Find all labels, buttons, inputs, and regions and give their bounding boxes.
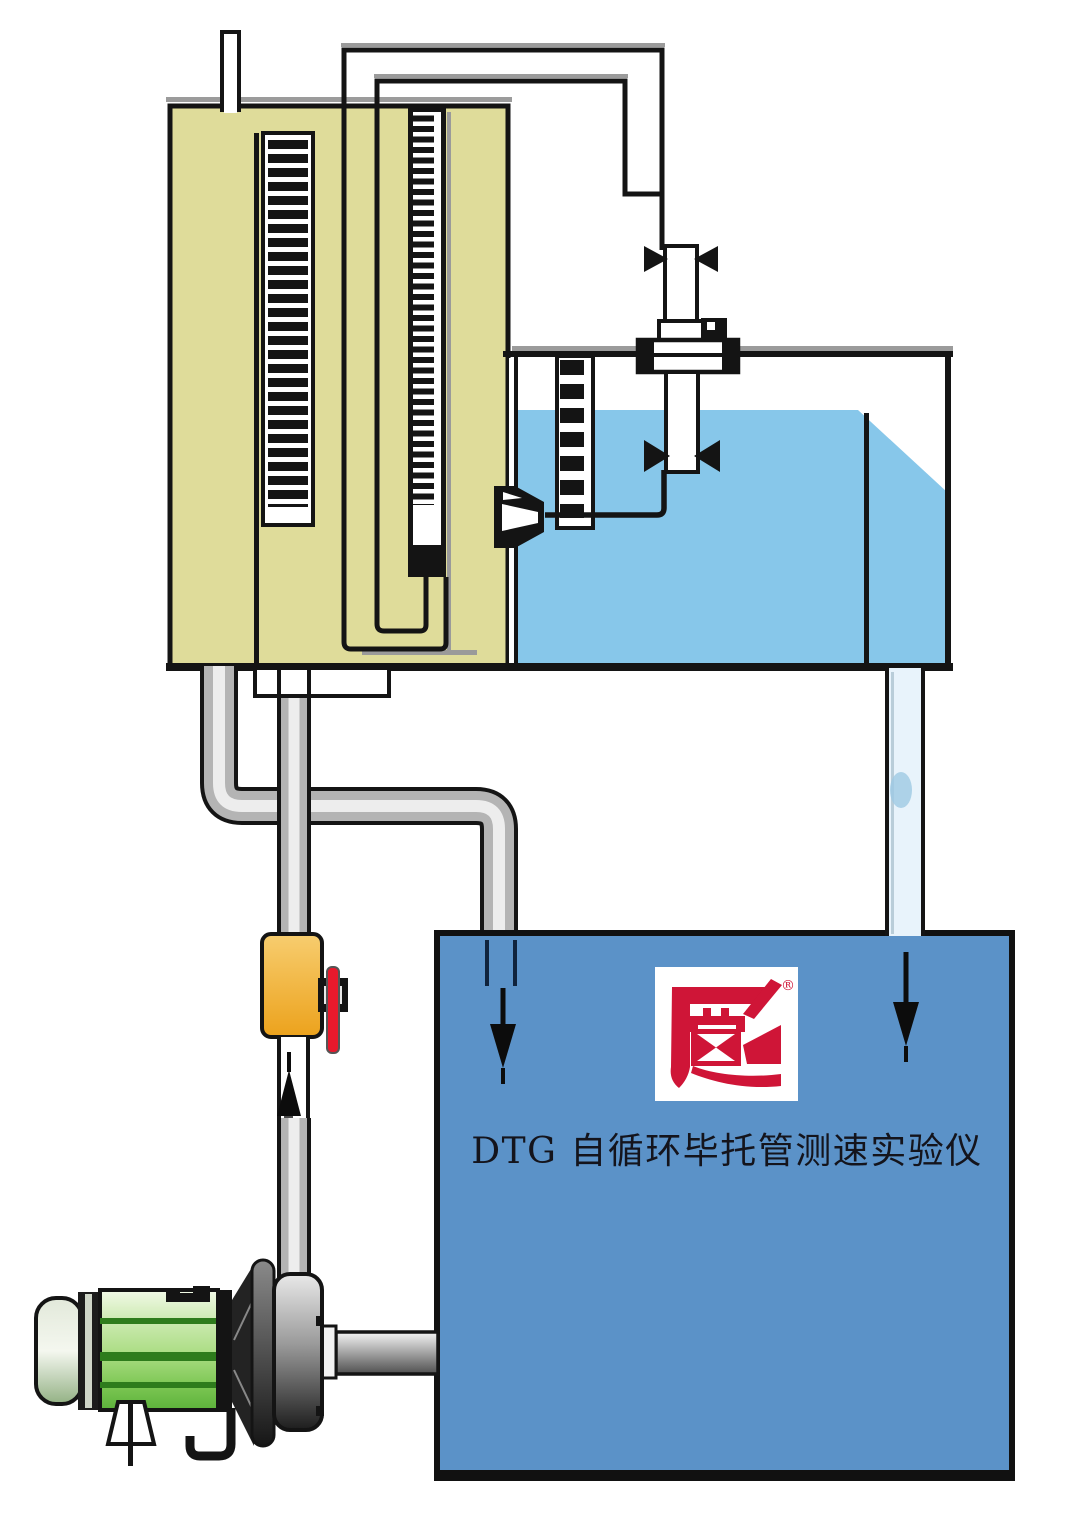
overflow-pipe bbox=[885, 668, 925, 936]
brand-logo: ® bbox=[655, 967, 798, 1101]
valve-handle[interactable] bbox=[318, 966, 348, 1054]
pump-foot bbox=[185, 1408, 236, 1461]
union-fitting bbox=[260, 932, 348, 1054]
pitot-probe bbox=[545, 194, 741, 518]
panel-board bbox=[167, 103, 511, 671]
pipe-bracket bbox=[253, 666, 391, 698]
panel-gray-line2 bbox=[362, 650, 477, 655]
upper-tank bbox=[494, 346, 953, 668]
terminal-box bbox=[166, 1286, 210, 1302]
panel-gray-line bbox=[447, 112, 451, 652]
pump-inlet-pipe bbox=[334, 1330, 440, 1376]
motor-foot bbox=[105, 1400, 157, 1466]
motor-body bbox=[98, 1288, 220, 1412]
pump-unit bbox=[34, 1258, 440, 1466]
liquid-column bbox=[413, 545, 441, 575]
pressure-tubes bbox=[341, 43, 665, 197]
right-scale-ruler bbox=[408, 107, 446, 577]
tank-water bbox=[518, 410, 947, 666]
manometer-panel bbox=[166, 30, 512, 671]
registered-mark: ® bbox=[781, 978, 797, 994]
tank-scale-ruler bbox=[555, 354, 595, 530]
apparatus-title: DTG 自循环毕托管测速实验仪 bbox=[471, 1131, 983, 1172]
flow-arrow-left bbox=[490, 988, 516, 1084]
manometer-u-tube-1 bbox=[341, 108, 449, 652]
panel-top-shadow bbox=[166, 97, 512, 102]
vent-tube bbox=[220, 30, 241, 113]
jet-nozzle bbox=[494, 486, 544, 548]
flow-arrow-right bbox=[893, 952, 919, 1062]
manometer-u-tube-2 bbox=[374, 108, 429, 634]
left-manometer-tube bbox=[254, 133, 259, 668]
probe-upper-tube bbox=[663, 244, 699, 328]
reservoir-box: ® DTG 自循环毕托管测速实验仪 bbox=[434, 930, 1015, 1481]
motor-end-plate bbox=[216, 1290, 232, 1412]
inlet-collar bbox=[320, 1324, 338, 1380]
mounting-flange bbox=[635, 337, 741, 375]
motor-end-cap bbox=[34, 1296, 84, 1406]
left-scale-ruler bbox=[254, 131, 315, 668]
suction-pipe bbox=[200, 666, 518, 935]
base-edge bbox=[166, 663, 953, 671]
tank-right-wall bbox=[945, 351, 951, 668]
static-pressure-tube bbox=[374, 78, 662, 197]
probe-lower-tube bbox=[664, 370, 700, 474]
pump-volute bbox=[272, 1272, 324, 1432]
probe-tip bbox=[545, 470, 667, 518]
pump-backplate bbox=[250, 1258, 276, 1448]
total-pressure-tube bbox=[341, 47, 665, 197]
valve-red-rod[interactable] bbox=[326, 966, 340, 1054]
overflow-weir bbox=[864, 413, 869, 666]
